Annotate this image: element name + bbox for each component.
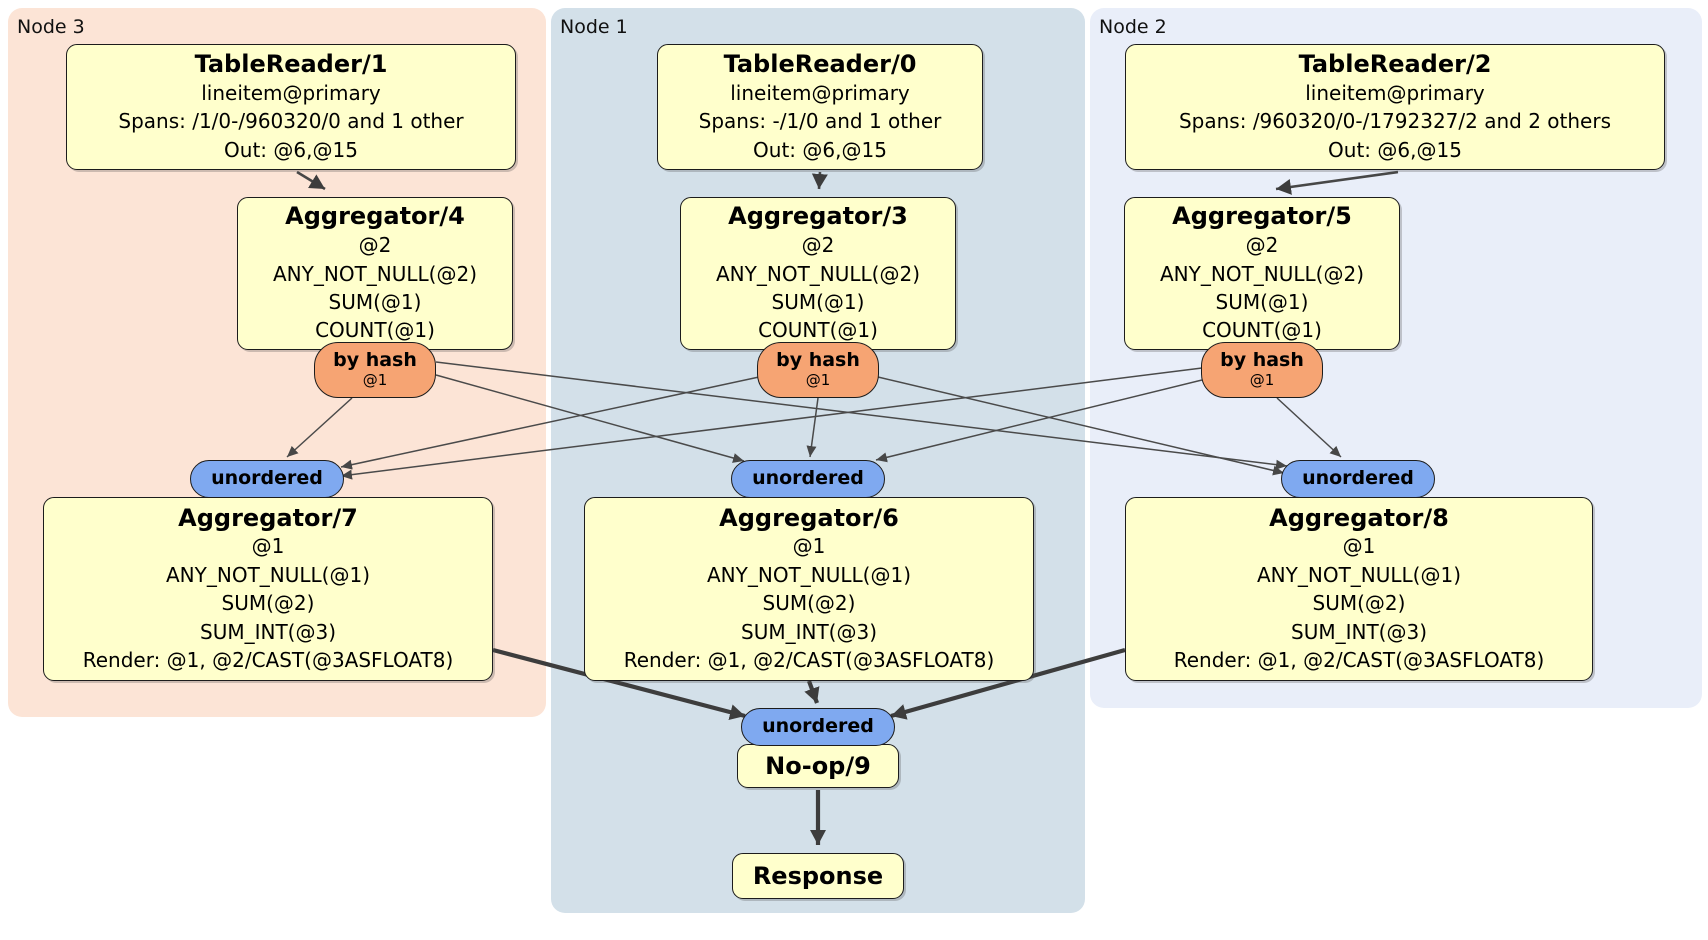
aggregator-7-box: Aggregator/7 @1 ANY_NOT_NULL(@1) SUM(@2)… (43, 497, 493, 681)
processor-line: Render: @1, @2/CAST(@3ASFLOAT8) (82, 647, 454, 672)
processor-title: Aggregator/6 (719, 503, 899, 532)
router-edges (286, 361, 1342, 480)
processor-line: ANY_NOT_NULL(@1) (1257, 562, 1461, 587)
node-3-label: Node 3 (17, 16, 85, 38)
processor-line: @1 (1342, 534, 1376, 559)
router-label: by hash (776, 349, 860, 372)
processor-line: @2 (1245, 233, 1279, 258)
aggregator-5-box: Aggregator/5 @2 ANY_NOT_NULL(@2) SUM(@1)… (1124, 197, 1400, 350)
sync-label: unordered (1302, 467, 1414, 490)
edge-hash4-un8 (435, 361, 1288, 470)
processor-title: TableReader/2 (1298, 50, 1492, 79)
edge-hash3-un8 (877, 376, 1285, 476)
processor-line: @2 (358, 233, 392, 258)
processor-title: TableReader/0 (723, 50, 917, 79)
processor-line: lineitem@primary (1305, 80, 1485, 105)
response-box: Response (732, 853, 904, 899)
processor-line: COUNT(@1) (315, 318, 435, 343)
noop-9-box: No-op/9 (737, 744, 899, 788)
tablereader-2-box: TableReader/2 lineitem@primary Spans: /9… (1125, 44, 1665, 170)
processor-line: lineitem@primary (730, 80, 910, 105)
processor-title: TableReader/1 (194, 50, 388, 79)
processor-line: Spans: -/1/0 and 1 other (698, 109, 942, 134)
processor-line: Render: @1, @2/CAST(@3ASFLOAT8) (623, 647, 995, 672)
sync-label: unordered (211, 467, 323, 490)
router-key: @1 (805, 371, 831, 390)
processor-line: Render: @1, @2/CAST(@3ASFLOAT8) (1173, 647, 1545, 672)
processor-line: SUM(@1) (771, 289, 865, 314)
edge-tr2-agg5 (1275, 170, 1399, 195)
node-2-label: Node 2 (1099, 16, 1167, 38)
processor-title: Aggregator/5 (1172, 202, 1352, 231)
by-hash-router-agg5: by hash @1 (1201, 342, 1323, 398)
router-key: @1 (362, 371, 388, 390)
router-key: @1 (1249, 371, 1275, 390)
processor-line: ANY_NOT_NULL(@1) (166, 562, 370, 587)
processor-line: SUM_INT(@3) (741, 619, 877, 644)
edge-hash5-un7 (340, 367, 1203, 480)
edge-hash4-un7 (286, 397, 353, 458)
processor-line: @1 (792, 534, 826, 559)
processor-title: Aggregator/7 (178, 503, 358, 532)
processor-line: lineitem@primary (201, 80, 381, 105)
sync-label: unordered (752, 467, 864, 490)
edge-agg8-noop (890, 647, 1126, 720)
processor-line: ANY_NOT_NULL(@2) (1160, 261, 1364, 286)
processor-line: SUM(@2) (221, 591, 315, 616)
edge-hash5-un8 (1276, 397, 1342, 458)
processor-line: ANY_NOT_NULL(@2) (273, 261, 477, 286)
edge-hash5-un6 (875, 379, 1203, 463)
processor-line: SUM_INT(@3) (1291, 619, 1427, 644)
processor-line: SUM(@2) (762, 591, 856, 616)
processor-line: SUM(@1) (328, 289, 422, 314)
processor-line: SUM(@1) (1215, 289, 1309, 314)
processor-line: SUM(@2) (1312, 591, 1406, 616)
processor-title: No-op/9 (765, 751, 871, 780)
router-label: by hash (1220, 349, 1304, 372)
tablereader-1-box: TableReader/1 lineitem@primary Spans: /1… (66, 44, 516, 170)
processor-line: ANY_NOT_NULL(@2) (716, 261, 920, 286)
final-edges (492, 647, 1126, 845)
unordered-sync-agg7: unordered (190, 460, 344, 498)
processor-line: ANY_NOT_NULL(@1) (707, 562, 911, 587)
processor-title: Aggregator/8 (1269, 503, 1449, 532)
edge-agg7-noop (492, 647, 746, 720)
processor-line: Out: @6,@15 (753, 137, 887, 162)
processor-line: COUNT(@1) (1202, 318, 1322, 343)
processor-line: Spans: /1/0-/960320/0 and 1 other (118, 109, 464, 134)
by-hash-router-agg4: by hash @1 (314, 342, 436, 398)
tablereader-edges (296, 170, 1399, 195)
aggregator-6-box: Aggregator/6 @1 ANY_NOT_NULL(@1) SUM(@2)… (584, 497, 1034, 681)
processor-line: @2 (801, 233, 835, 258)
edge-hash3-un6 (806, 397, 819, 458)
tablereader-0-box: TableReader/0 lineitem@primary Spans: -/… (657, 44, 983, 170)
aggregator-8-box: Aggregator/8 @1 ANY_NOT_NULL(@1) SUM(@2)… (1125, 497, 1593, 681)
processor-line: COUNT(@1) (758, 318, 878, 343)
edge-tr0-agg3 (811, 171, 828, 190)
edge-tr1-agg4 (296, 170, 326, 191)
processor-title: Aggregator/3 (728, 202, 908, 231)
processor-line: Spans: /960320/0-/1792327/2 and 2 others (1178, 109, 1611, 134)
unordered-sync-noop: unordered (741, 708, 895, 746)
processor-line: Out: @6,@15 (224, 137, 358, 162)
processor-line: @1 (251, 534, 285, 559)
unordered-sync-agg6: unordered (731, 460, 885, 498)
node-1-label: Node 1 (560, 16, 628, 38)
sync-label: unordered (762, 715, 874, 738)
processor-line: Out: @6,@15 (1328, 137, 1462, 162)
processor-title: Response (752, 861, 884, 890)
by-hash-router-agg3: by hash @1 (757, 342, 879, 398)
edge-hash4-un6 (435, 374, 745, 463)
edge-agg6-noop (804, 680, 820, 704)
processor-title: Aggregator/4 (285, 202, 465, 231)
aggregator-4-box: Aggregator/4 @2 ANY_NOT_NULL(@2) SUM(@1)… (237, 197, 513, 350)
processor-line: SUM_INT(@3) (200, 619, 336, 644)
aggregator-3-box: Aggregator/3 @2 ANY_NOT_NULL(@2) SUM(@1)… (680, 197, 956, 350)
router-label: by hash (333, 349, 417, 372)
edge-hash3-un7 (340, 376, 760, 470)
unordered-sync-agg8: unordered (1281, 460, 1435, 498)
